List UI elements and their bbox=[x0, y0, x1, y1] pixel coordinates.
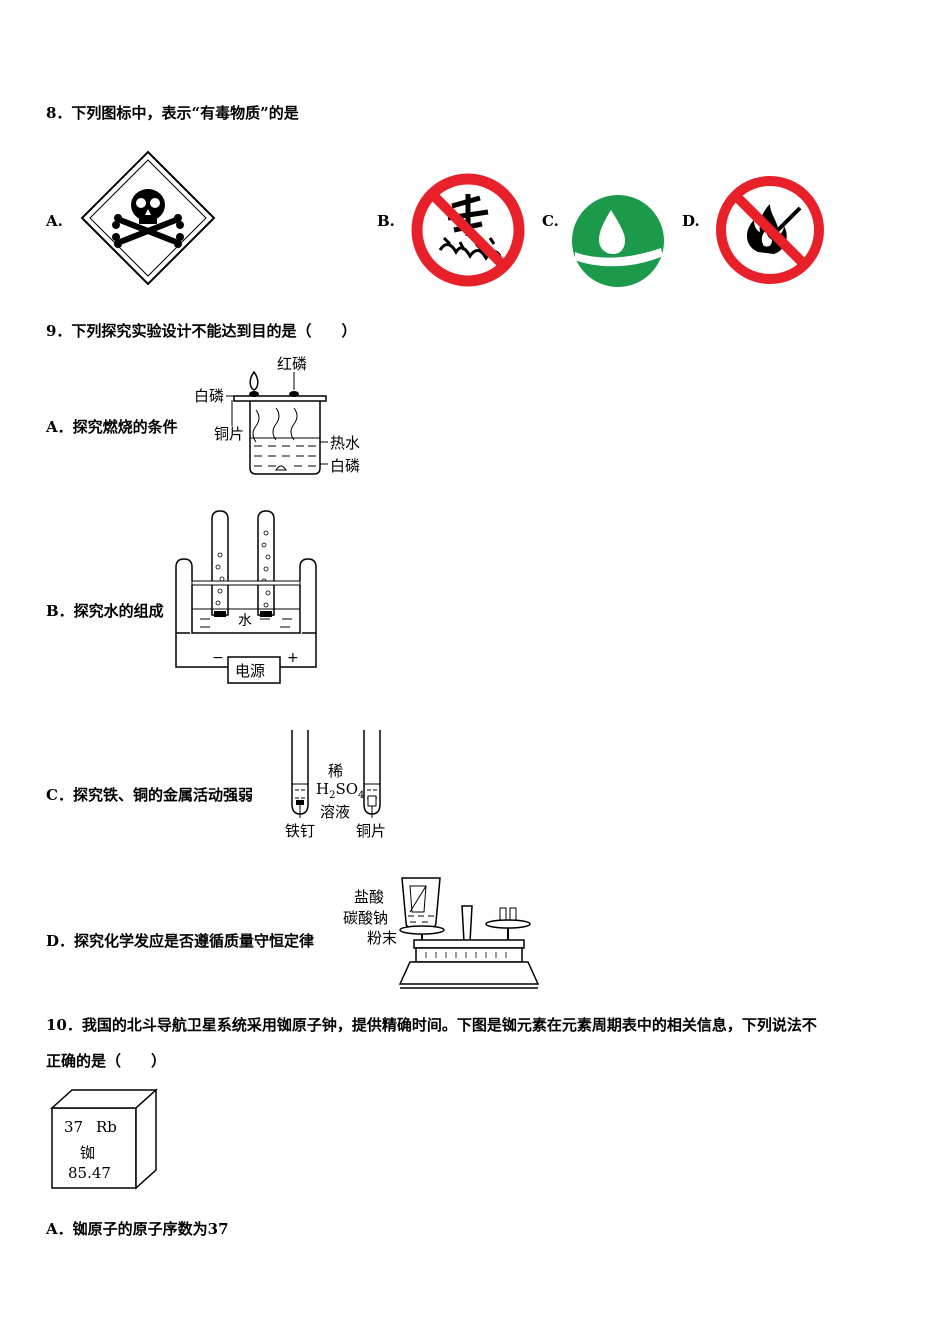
atomic-mass: 85.47 bbox=[68, 1164, 111, 1182]
q10-option-a[interactable]: A．铷原子的原子序数为37 bbox=[46, 1220, 229, 1238]
acid-sub-4: 4 bbox=[358, 790, 365, 801]
label-copper-piece: 铜片 bbox=[356, 822, 387, 840]
label-water: 水 bbox=[238, 613, 252, 629]
combustion-experiment-diagram bbox=[226, 370, 328, 475]
q8-option-d-label[interactable]: D. bbox=[682, 212, 700, 230]
label-hydrochloric-acid: 盐酸 bbox=[354, 888, 385, 906]
no-plant-fire-prohibition-icon bbox=[411, 173, 525, 287]
label-white-phosphorus-bottom: 白磷 bbox=[330, 457, 361, 475]
atomic-number: 37 bbox=[64, 1118, 84, 1136]
water-saving-icon bbox=[572, 195, 664, 287]
q8-option-a-label[interactable]: A. bbox=[46, 212, 63, 230]
q9-option-d[interactable]: D．探究化学发应是否遵循质量守恒定律 bbox=[46, 932, 315, 950]
element-symbol: Rb bbox=[96, 1118, 117, 1136]
label-hot-water: 热水 bbox=[330, 434, 361, 452]
q9-stem: 9．下列探究实验设计不能达到目的是（ ） bbox=[46, 322, 357, 340]
label-minus: − bbox=[212, 650, 224, 666]
q8-option-b-label[interactable]: B. bbox=[377, 212, 395, 230]
water-electrolysis-diagram bbox=[175, 510, 317, 684]
label-dilute: 稀 bbox=[328, 762, 344, 780]
q9-option-b[interactable]: B．探究水的组成 bbox=[46, 602, 164, 620]
label-power-supply: 电源 bbox=[235, 662, 266, 680]
q8-option-c-label[interactable]: C. bbox=[542, 212, 559, 230]
q8-stem: 8．下列图标中，表示“有毒物质”的是 bbox=[46, 104, 299, 122]
acid-h: H bbox=[316, 780, 330, 798]
label-copper-sheet: 铜片 bbox=[214, 425, 245, 443]
label-solution: 溶液 bbox=[320, 803, 351, 821]
label-plus: + bbox=[287, 650, 299, 666]
poison-skull-icon bbox=[80, 150, 216, 286]
label-sodium-carbonate: 碳酸钠 bbox=[343, 909, 389, 927]
periodic-table-cell: 37 Rb 铷 85.47 bbox=[48, 1088, 158, 1192]
acid-sub-2: 2 bbox=[329, 790, 336, 801]
q10-stem-line2: 正确的是（ ） bbox=[46, 1052, 167, 1070]
no-fire-prohibition-icon bbox=[716, 176, 824, 284]
q9-option-a[interactable]: A．探究燃烧的条件 bbox=[46, 418, 178, 436]
balance-mass-conservation-diagram bbox=[398, 877, 540, 989]
metal-activity-test-tubes-diagram bbox=[291, 730, 381, 818]
label-white-phosphorus-top: 白磷 bbox=[194, 387, 225, 405]
q9-option-c[interactable]: C．探究铁、铜的金属活动强弱 bbox=[46, 786, 253, 804]
label-sulfuric-acid: H2SO4 bbox=[316, 780, 364, 801]
label-iron-nail: 铁钉 bbox=[285, 822, 316, 840]
label-red-phosphorus: 红磷 bbox=[277, 355, 308, 373]
element-name: 铷 bbox=[80, 1144, 96, 1162]
q10-stem-line1: 10．我国的北斗导航卫星系统采用铷原子钟，提供精确时间。下图是铷元素在元素周期表… bbox=[46, 1016, 817, 1034]
acid-so: SO bbox=[335, 780, 359, 798]
label-powder: 粉末 bbox=[367, 929, 398, 947]
